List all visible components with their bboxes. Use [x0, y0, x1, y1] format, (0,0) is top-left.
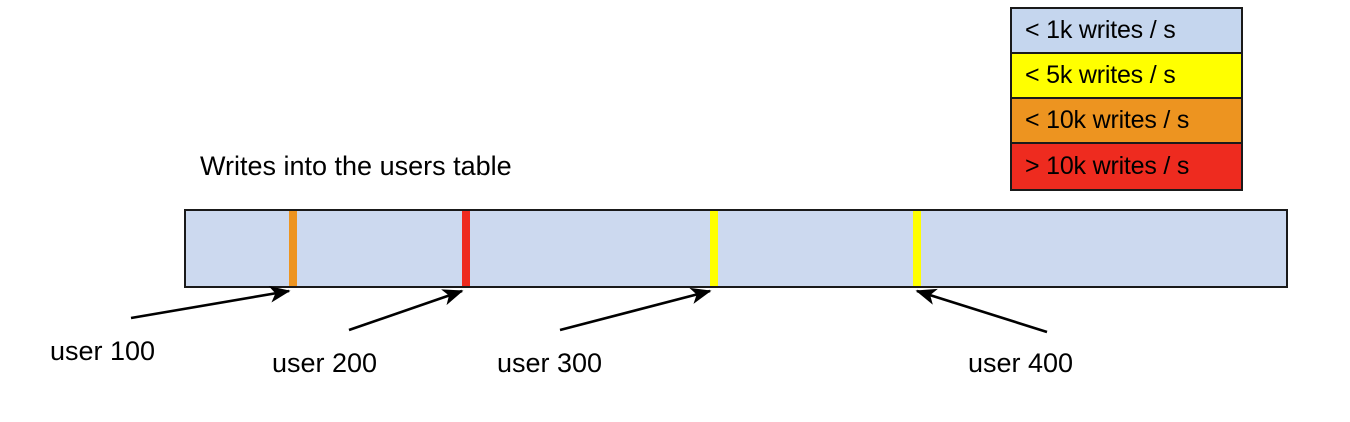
callout-label-user-100: user 100 [50, 336, 156, 366]
callout-label-user-400: user 400 [968, 348, 1074, 378]
legend-item-gt-10k[interactable]: > 10k writes / s [1012, 144, 1241, 189]
writes-per-second-legend: < 1k writes / s < 5k writes / s < 10k writ… [1010, 7, 1243, 191]
keyspace-marker-user-400[interactable] [913, 211, 921, 286]
keyspace-marker-user-200[interactable] [462, 211, 470, 286]
keyspace-marker-user-300[interactable] [710, 211, 718, 286]
callout-label-user-300: user 300 [497, 348, 603, 378]
keyspace-marker-user-100[interactable] [289, 211, 297, 286]
legend-item-lt-10k[interactable]: < 10k writes / s [1012, 99, 1241, 144]
arrow-user-200 [348, 289, 464, 332]
legend-item-label: < 1k writes / s [1025, 16, 1176, 44]
callout-label-user-200: user 200 [272, 348, 378, 378]
arrow-user-400 [915, 288, 1048, 334]
legend-item-lt-1k[interactable]: < 1k writes / s [1012, 9, 1241, 54]
chart-title: Writes into the users table [200, 151, 512, 181]
arrow-user-100 [130, 286, 291, 320]
users-table-keyspace-bar [184, 209, 1288, 288]
legend-item-label: < 10k writes / s [1025, 106, 1190, 134]
arrow-user-300 [559, 287, 712, 332]
legend-item-lt-5k[interactable]: < 5k writes / s [1012, 54, 1241, 99]
legend-item-label: < 5k writes / s [1025, 61, 1176, 89]
legend-item-label: > 10k writes / s [1025, 152, 1190, 180]
